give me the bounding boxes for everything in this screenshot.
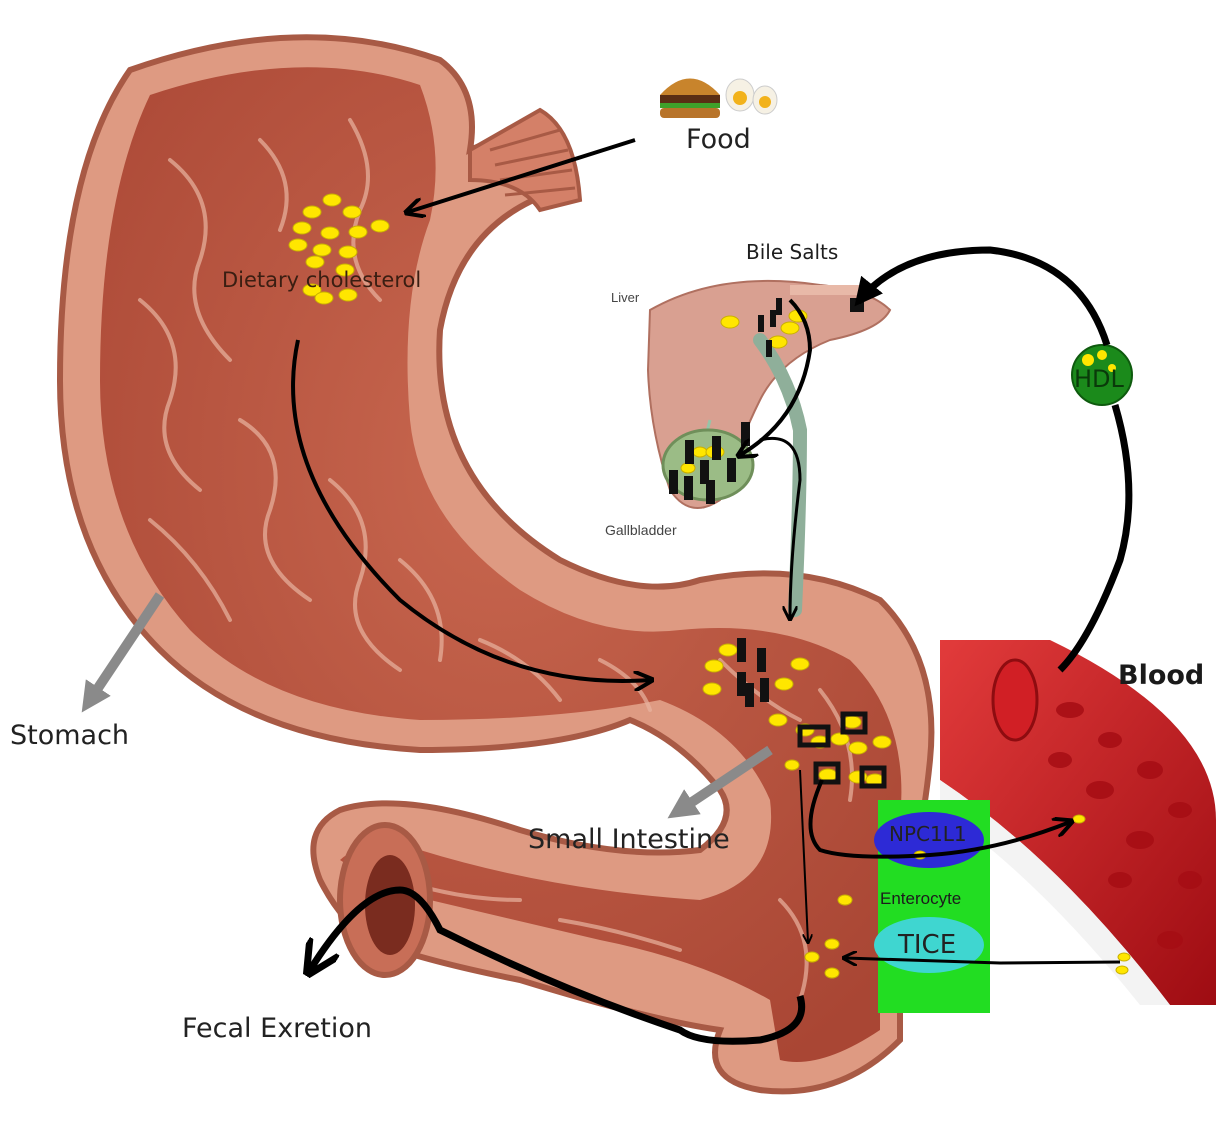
label-hdl: HDL [1074, 365, 1124, 393]
label-stomach: Stomach [10, 720, 129, 751]
burger-icon [660, 79, 720, 119]
label-enterocyte: Enterocyte [880, 889, 961, 909]
label-small-intestine: Small Intestine [528, 824, 730, 855]
label-liver: Liver [611, 290, 639, 305]
label-fecal-excretion: Fecal Exretion [182, 1013, 372, 1044]
label-dietary-cholesterol: Dietary cholesterol [222, 268, 421, 292]
label-blood: Blood [1118, 660, 1204, 691]
label-gallbladder: Gallbladder [605, 522, 677, 538]
label-npc1l1: NPC1L1 [889, 822, 967, 846]
label-food: Food [686, 124, 751, 155]
label-bile-salts: Bile Salts [746, 240, 838, 264]
egg-icon [726, 79, 777, 114]
label-tice: TICE [898, 930, 956, 960]
